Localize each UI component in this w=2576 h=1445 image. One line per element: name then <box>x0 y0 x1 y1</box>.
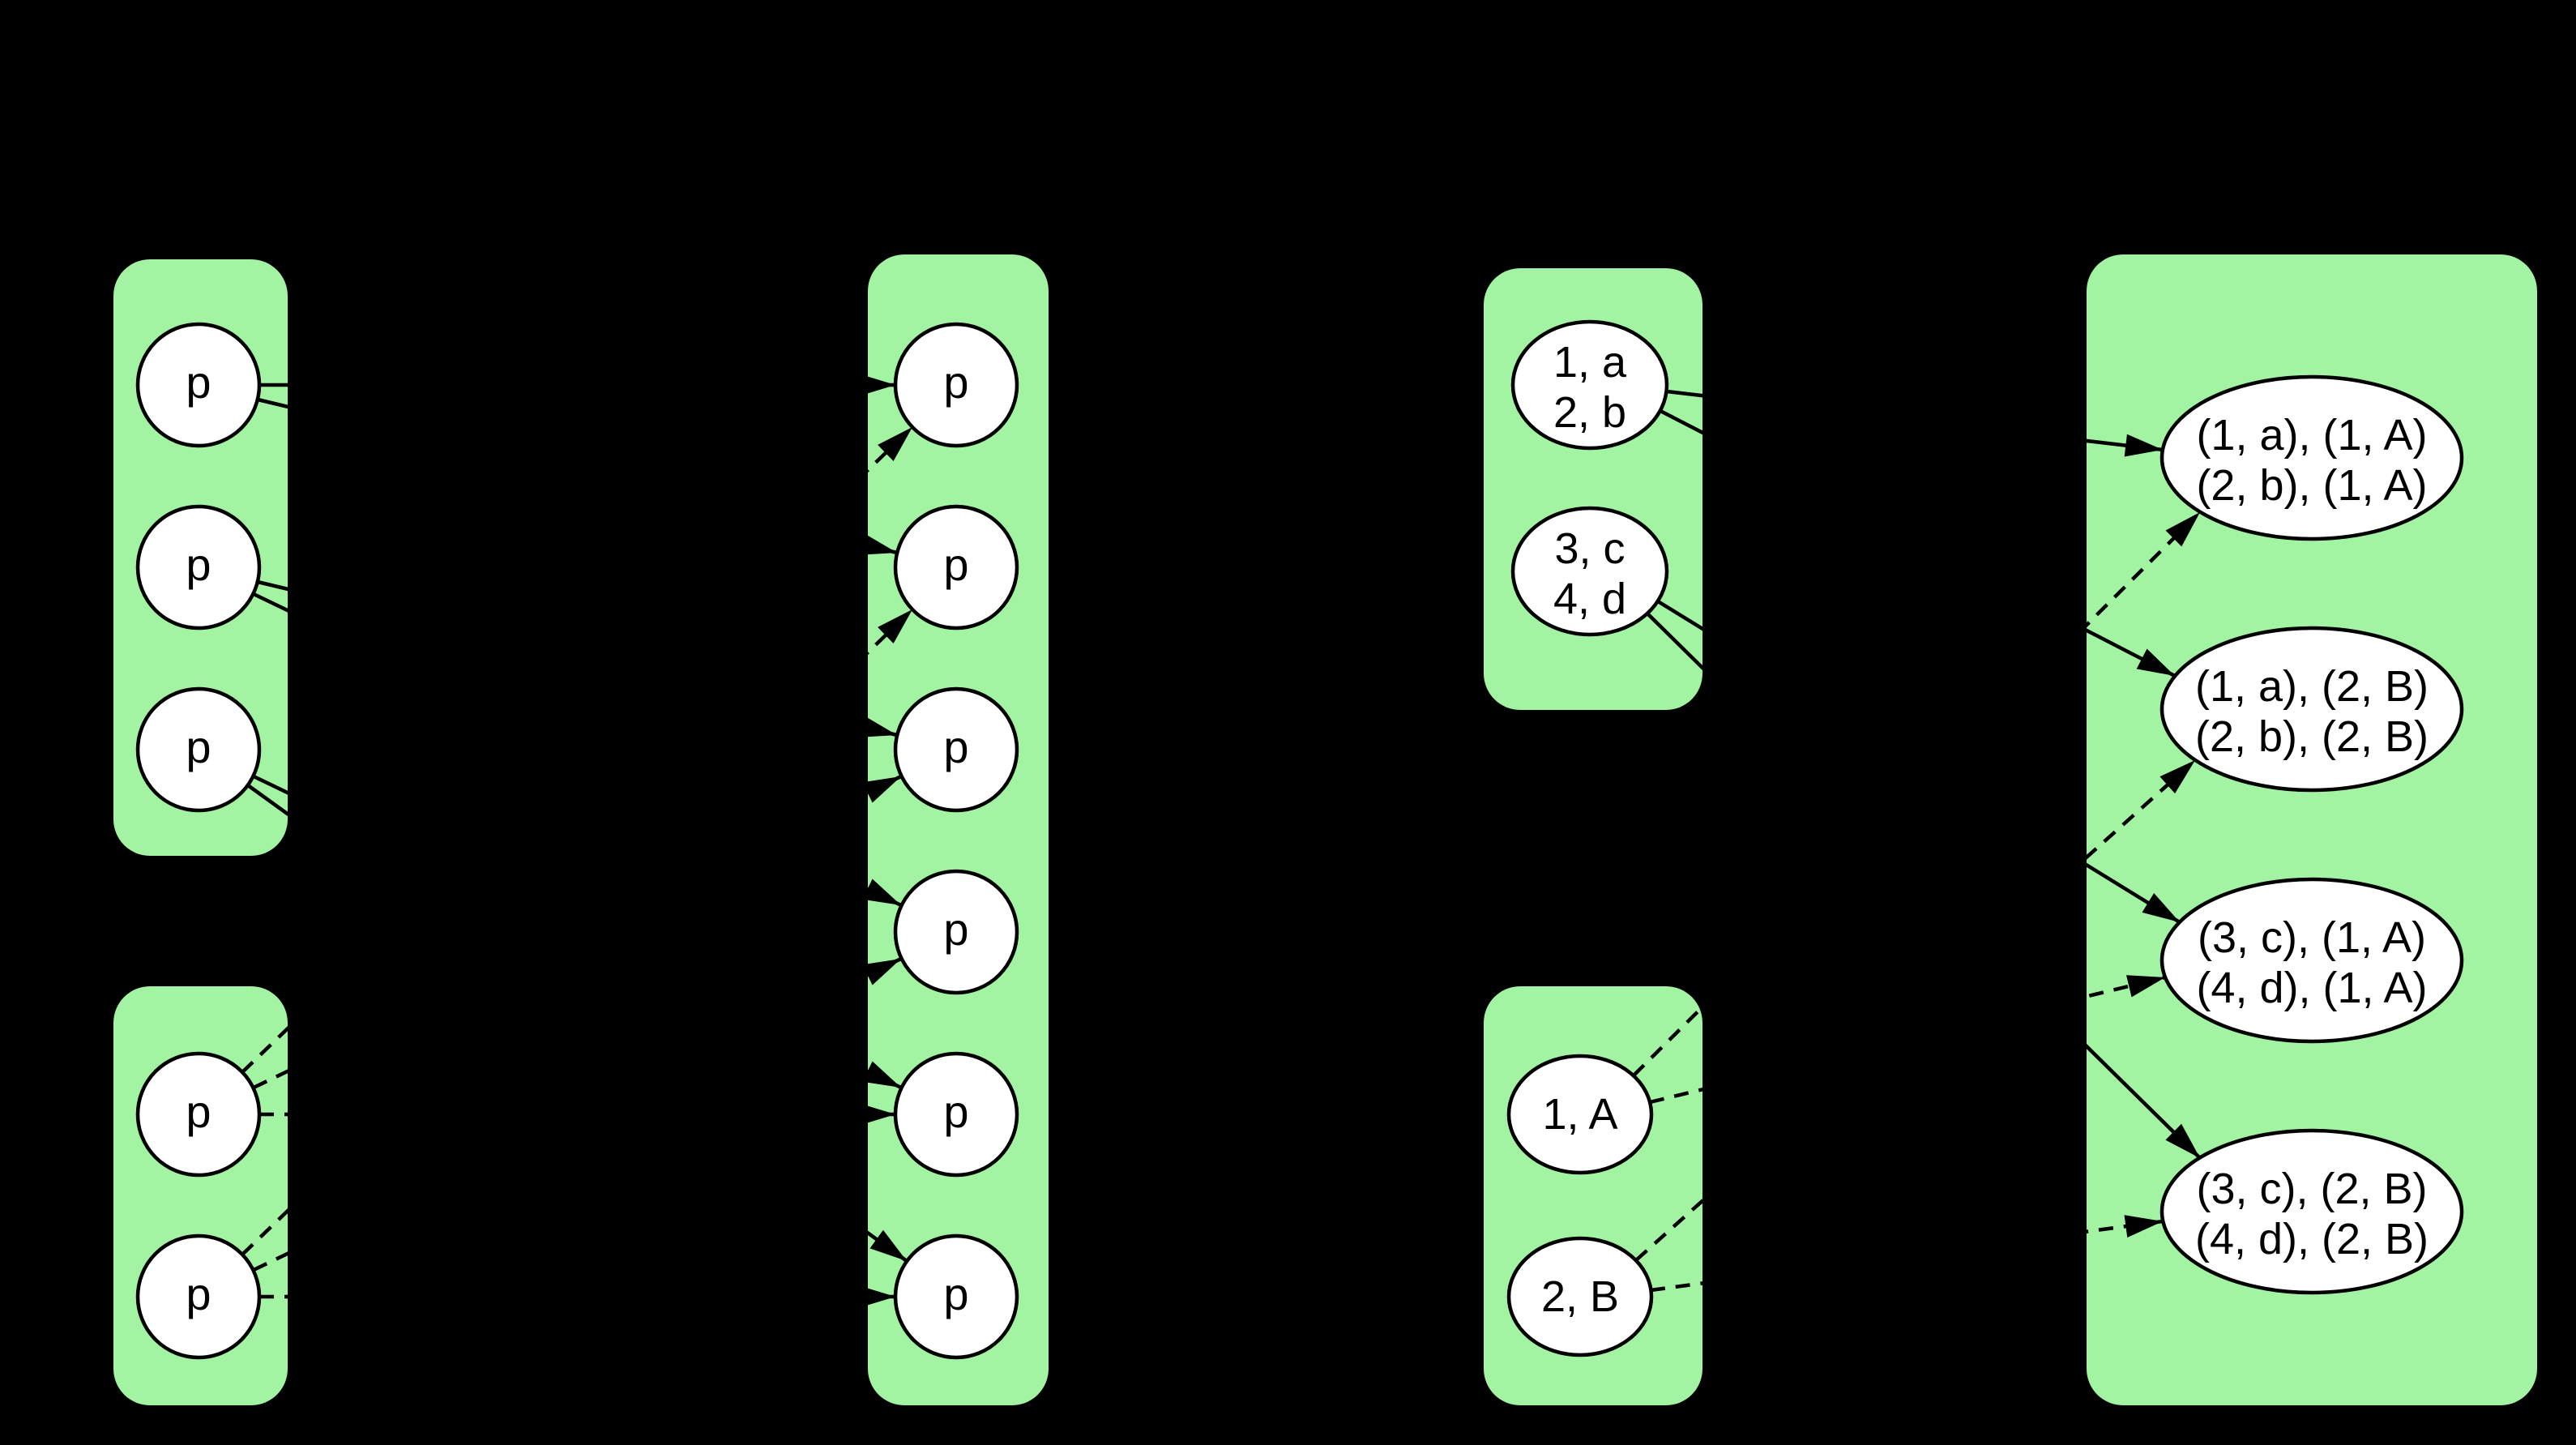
node-label: 2, B <box>1541 1272 1619 1321</box>
node-ellipse <box>893 869 1019 995</box>
node-ellipse <box>1510 319 1669 451</box>
node-ellipse <box>893 686 1019 813</box>
edge-da2-dresult3-solid <box>1656 600 2181 924</box>
rdd-a-data-node-1: 1, a 2, b <box>1510 319 1669 451</box>
node-ellipse <box>135 322 262 448</box>
node-label-line2: (2, b), (1, A) <box>2196 461 2427 510</box>
edge-db1-dresult1-dashed <box>1632 511 2202 1077</box>
node-label: p <box>186 539 211 590</box>
node-ellipse <box>135 1051 262 1178</box>
edge-da1-dresult1-solid <box>1666 389 2164 457</box>
edge-pa2-result3-solid <box>257 579 898 737</box>
result-data-node-3: (3, c), (1, A) (4, d), (1, A) <box>2159 877 2464 1044</box>
node-ellipse <box>135 1233 262 1360</box>
node-ellipse <box>893 322 1019 448</box>
rdd-b-data-node-1: 1, A <box>1506 1054 1654 1175</box>
result-partition-node-5: p <box>893 1051 1019 1178</box>
rdd-a-partition-node-1: p <box>135 322 262 448</box>
node-label-line2: 2, b <box>1553 388 1626 437</box>
node-ellipse <box>1506 1236 1654 1357</box>
edge-pa1-result2-solid <box>257 397 898 555</box>
node-label: p <box>943 539 968 590</box>
node-label-line1: (3, c), (1, A) <box>2198 913 2426 962</box>
node-label-line2: (2, b), (2, B) <box>2195 712 2429 761</box>
rdd-b-partition-node-1: p <box>135 1051 262 1178</box>
edge-da2-dresult4-solid <box>1646 612 2202 1160</box>
node-label-line2: (4, d), (1, A) <box>2196 964 2427 1012</box>
result-data-node-2: (1, a), (2, B) (2, b), (2, B) <box>2159 626 2464 793</box>
node-label: p <box>186 1086 211 1137</box>
result-partition-node-3: p <box>893 686 1019 813</box>
edge-db2-dresult4-dashed <box>1650 1215 2164 1293</box>
node-label-line1: 3, c <box>1554 524 1625 573</box>
node-label-line2: 4, d <box>1553 575 1626 623</box>
rdd-a-partition-node-2: p <box>135 504 262 631</box>
node-label-line1: (3, c), (2, B) <box>2196 1165 2427 1213</box>
node-label: p <box>186 357 211 408</box>
node-ellipse <box>2159 877 2464 1044</box>
edges-data-dashed <box>1632 511 2202 1293</box>
rdd-a-partition-node-3: p <box>135 686 262 813</box>
result-partition-node-1: p <box>893 322 1019 448</box>
result-data-node-1: (1, a), (1, A) (2, b), (1, A) <box>2159 374 2464 541</box>
edge-pa3-result6-solid <box>246 784 908 1263</box>
rdd-b-data-node-2: 2, B <box>1506 1236 1654 1357</box>
edge-pb2-result4-dashed <box>253 956 902 1272</box>
result-partition-node-2: p <box>893 504 1019 631</box>
node-label: p <box>186 1268 211 1319</box>
edge-db1-dresult3-dashed <box>1649 975 2166 1105</box>
node-ellipse <box>135 504 262 631</box>
node-ellipse <box>1506 1054 1654 1175</box>
result-partition-node-4: p <box>893 869 1019 995</box>
node-label: 1, A <box>1542 1090 1617 1139</box>
result-data-node-4: (3, c), (2, B) (4, d), (2, B) <box>2159 1128 2464 1295</box>
node-label: p <box>943 1086 968 1137</box>
node-ellipse <box>2159 626 2464 793</box>
node-label-line1: (1, a), (2, B) <box>2195 662 2429 711</box>
node-label: p <box>943 904 968 955</box>
node-label-line2: (4, d), (2, B) <box>2195 1215 2429 1263</box>
edge-da1-dresult2-solid <box>1659 408 2177 678</box>
edges-data-solid <box>1646 389 2202 1160</box>
node-ellipse <box>2159 374 2464 541</box>
node-label: p <box>943 357 968 408</box>
edge-pb1-result1-dashed <box>241 425 914 1074</box>
node-label-line1: (1, a), (1, A) <box>2196 411 2427 460</box>
node-ellipse <box>1510 506 1669 637</box>
node-label: p <box>943 721 968 772</box>
result-partition-node-6: p <box>893 1233 1019 1360</box>
node-ellipse <box>135 686 262 813</box>
rdd-b-partition-node-2: p <box>135 1233 262 1360</box>
node-label-line1: 1, a <box>1553 338 1627 387</box>
node-ellipse <box>893 1051 1019 1178</box>
node-label: p <box>943 1268 968 1319</box>
edges-partitions-dashed <box>241 425 914 1308</box>
node-ellipse <box>893 1233 1019 1360</box>
edge-pb2-result2-dashed <box>241 608 914 1256</box>
node-ellipse <box>893 504 1019 631</box>
node-ellipse <box>2159 1128 2464 1295</box>
rdd-a-data-node-2: 3, c 4, d <box>1510 506 1669 637</box>
node-label: p <box>186 721 211 772</box>
